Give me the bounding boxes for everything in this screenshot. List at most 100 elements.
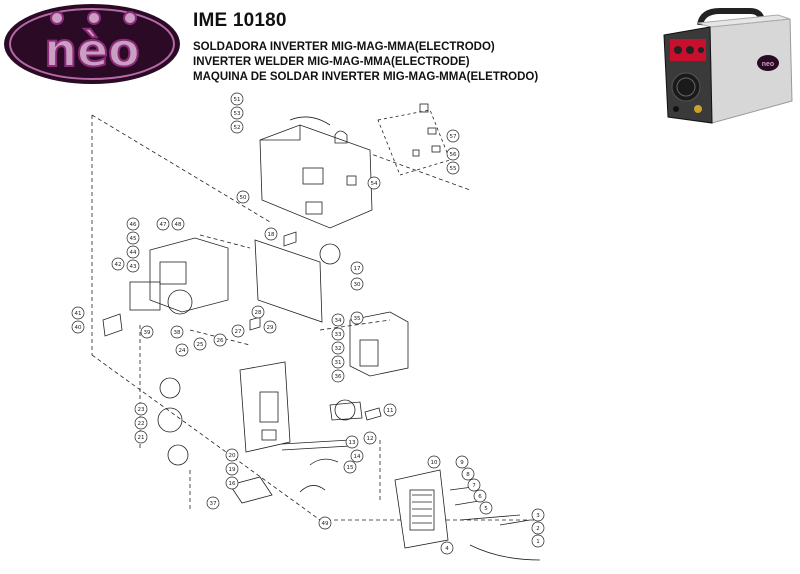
svg-text:11: 11 — [387, 408, 394, 414]
callout-46: 46 — [126, 217, 140, 231]
svg-text:37: 37 — [210, 501, 217, 507]
callout-13: 13 — [345, 435, 359, 449]
svg-text:55: 55 — [450, 166, 457, 172]
callout-34: 34 — [331, 313, 345, 327]
svg-text:48: 48 — [175, 222, 182, 228]
svg-text:45: 45 — [130, 236, 137, 242]
callout-29: 29 — [263, 320, 277, 334]
svg-text:54: 54 — [371, 181, 378, 187]
callout-44: 44 — [126, 245, 140, 259]
callout-45: 45 — [126, 231, 140, 245]
svg-text:41: 41 — [75, 311, 82, 317]
callout-22: 22 — [134, 416, 148, 430]
callout-31: 31 — [331, 355, 345, 369]
svg-text:51: 51 — [234, 97, 241, 103]
svg-text:52: 52 — [234, 125, 241, 131]
logo-text: nèo — [44, 23, 140, 77]
callout-11: 11 — [383, 403, 397, 417]
callout-24: 24 — [175, 343, 189, 357]
callout-4: 4 — [440, 541, 454, 555]
callout-19: 19 — [225, 462, 239, 476]
callout-5: 5 — [479, 501, 493, 515]
svg-text:22: 22 — [138, 421, 145, 427]
svg-text:21: 21 — [138, 435, 145, 441]
description-pt: MAQUINA DE SOLDAR INVERTER MIG-MAG-MMA(E… — [193, 71, 539, 83]
svg-text:5: 5 — [484, 506, 488, 512]
svg-text:8: 8 — [466, 472, 470, 478]
callout-57: 57 — [446, 129, 460, 143]
callout-41: 41 — [71, 306, 85, 320]
svg-text:15: 15 — [347, 465, 354, 471]
callout-43: 43 — [126, 259, 140, 273]
torch-connector-icon — [694, 105, 702, 113]
svg-text:3: 3 — [536, 513, 540, 519]
callout-12: 12 — [363, 431, 377, 445]
svg-text:43: 43 — [130, 264, 137, 270]
callout-25: 25 — [193, 337, 207, 351]
callout-51: 51 — [230, 92, 244, 106]
svg-text:9: 9 — [460, 460, 464, 466]
callout-6: 6 — [473, 489, 487, 503]
callout-14: 14 — [350, 449, 364, 463]
callout-52: 52 — [230, 120, 244, 134]
callout-56: 56 — [446, 147, 460, 161]
callout-55: 55 — [446, 161, 460, 175]
callout-26: 26 — [213, 333, 227, 347]
callout-17: 17 — [350, 261, 364, 275]
svg-text:19: 19 — [229, 467, 236, 473]
callout-15: 15 — [343, 460, 357, 474]
svg-text:20: 20 — [229, 453, 236, 459]
callout-27: 27 — [231, 324, 245, 338]
svg-text:46: 46 — [130, 222, 137, 228]
svg-text:16: 16 — [229, 481, 236, 487]
callout-33: 33 — [331, 327, 345, 341]
svg-text:36: 36 — [335, 374, 342, 380]
svg-text:35: 35 — [354, 316, 361, 322]
svg-text:17: 17 — [354, 266, 361, 272]
svg-text:56: 56 — [450, 152, 457, 158]
callout-47: 47 — [156, 217, 170, 231]
model-title: IME 10180 — [193, 10, 287, 31]
svg-text:30: 30 — [354, 282, 361, 288]
svg-text:6: 6 — [478, 494, 482, 500]
callout-39: 39 — [140, 325, 154, 339]
svg-text:4: 4 — [445, 546, 449, 552]
svg-text:2: 2 — [536, 526, 540, 532]
description-es: SOLDADORA INVERTER MIG-MAG-MMA(ELECTRODO… — [193, 41, 495, 53]
svg-text:10: 10 — [431, 460, 438, 466]
callout-8: 8 — [461, 467, 475, 481]
svg-text:49: 49 — [322, 521, 329, 527]
callout-50: 50 — [236, 190, 250, 204]
callout-53: 53 — [230, 106, 244, 120]
callout-42: 42 — [111, 257, 125, 271]
svg-text:57: 57 — [450, 134, 457, 140]
callout-16: 16 — [225, 476, 239, 490]
svg-text:38: 38 — [174, 330, 181, 336]
callout-1: 1 — [531, 534, 545, 548]
callout-36: 36 — [331, 369, 345, 383]
callout-38: 38 — [170, 325, 184, 339]
callout-7: 7 — [467, 478, 481, 492]
svg-text:28: 28 — [255, 310, 262, 316]
callout-48: 48 — [171, 217, 185, 231]
svg-text:1: 1 — [536, 539, 540, 545]
callout-18: 18 — [264, 227, 278, 241]
callout-3: 3 — [531, 508, 545, 522]
svg-text:7: 7 — [472, 483, 476, 489]
svg-text:47: 47 — [160, 222, 167, 228]
svg-text:25: 25 — [197, 342, 204, 348]
svg-text:40: 40 — [75, 325, 82, 331]
svg-text:53: 53 — [234, 111, 241, 117]
callout-49: 49 — [318, 516, 332, 530]
svg-text:13: 13 — [349, 440, 356, 446]
svg-text:31: 31 — [335, 360, 342, 366]
callout-35: 35 — [350, 311, 364, 325]
callout-23: 23 — [134, 402, 148, 416]
svg-text:26: 26 — [217, 338, 224, 344]
callout-21: 21 — [134, 430, 148, 444]
svg-text:34: 34 — [335, 318, 342, 324]
svg-text:14: 14 — [354, 454, 361, 460]
callout-30: 30 — [350, 277, 364, 291]
svg-text:29: 29 — [267, 325, 274, 331]
callout-32: 32 — [331, 341, 345, 355]
